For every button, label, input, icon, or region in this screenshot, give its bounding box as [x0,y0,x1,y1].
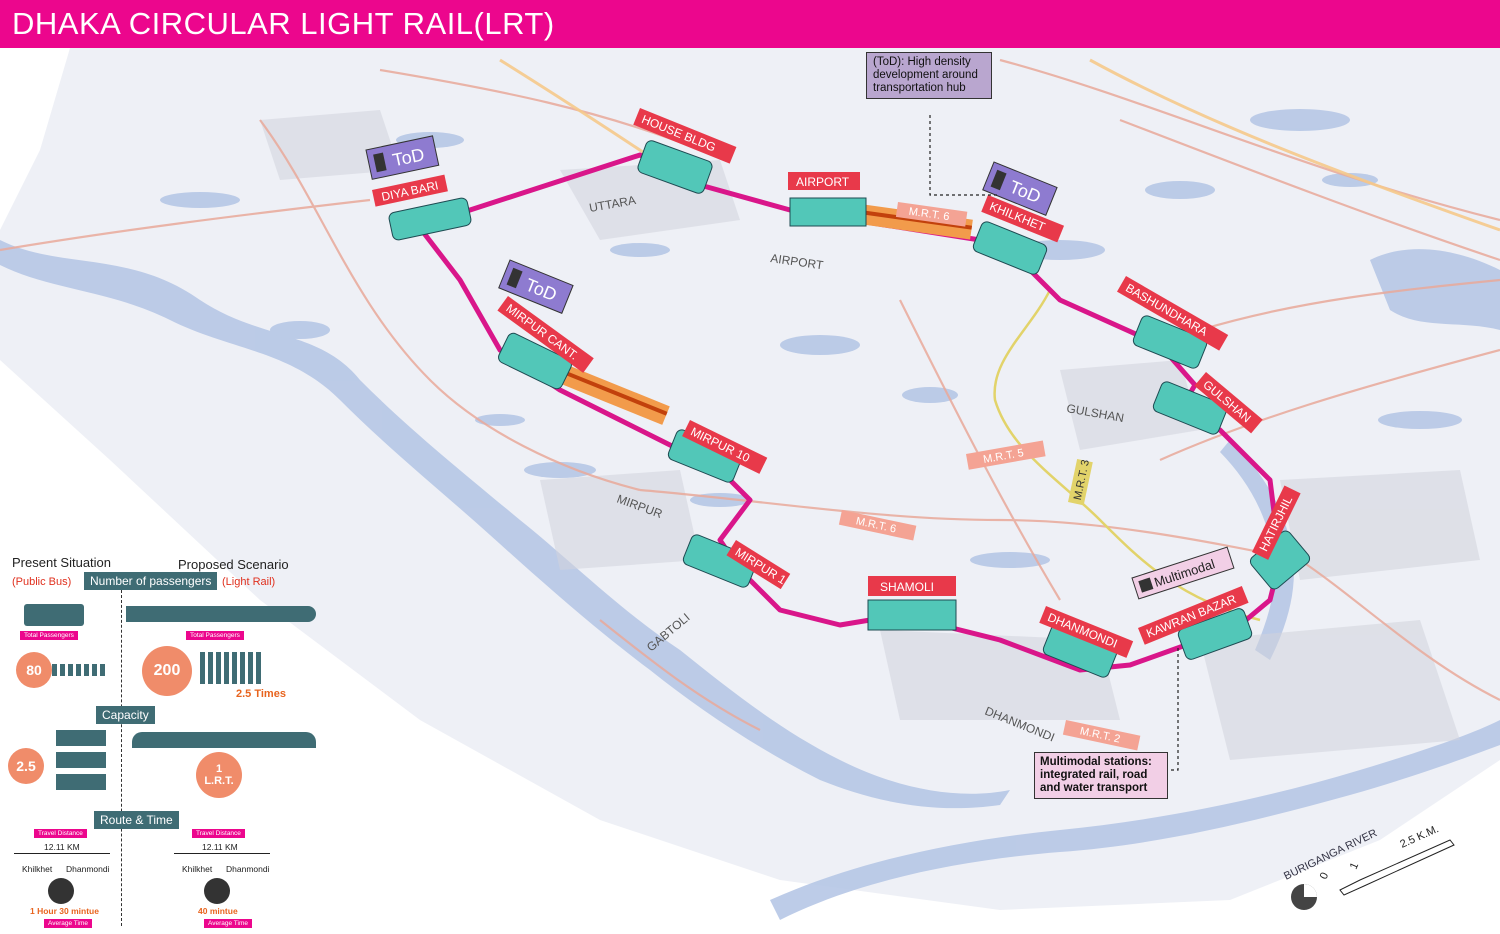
building-icon [990,169,1007,191]
bus-passengers-circle: 80 [16,652,52,688]
passenger-icons-left [52,664,108,676]
proposed-sub: (Light Rail) [222,576,276,588]
tod-note: (ToD): High density development around t… [866,52,992,99]
passengers-header: Number of passengers [84,572,218,590]
bus-stack-icon [56,730,106,794]
tod-badge-diya-bari: ToD [365,135,440,180]
metro-tags: M.R.T. 6 M.R.T. 5 M.R.T. 6 M.R.T. 2 M.R.… [838,202,1141,751]
station-label-airport: AIRPORT [788,172,860,190]
lrt-capacity-train-icon [132,732,316,748]
svg-text:M.R.T. 6: M.R.T. 6 [908,206,950,224]
legend-divider [121,590,122,926]
train-airport [861,204,973,240]
multimodal-badge: Multimodal [1131,546,1235,600]
station-label-shamoli: SHAMOLI [868,576,956,596]
building-icon [373,152,387,173]
clock-icon [48,878,74,904]
lrt-time: 40 mintue [198,906,238,916]
building-icon [506,267,523,289]
to-left: Dhanmondi [66,864,110,874]
tod-badge-mirpur-cant: ToD [498,259,574,314]
proposed-title: Proposed Scenario [178,557,289,572]
svg-text:0: 0 [1318,871,1331,881]
multimodal-note: Multimodal stations: integrated rail, ro… [1034,752,1168,799]
from-right: Khilkhet [182,864,213,874]
land-area [0,48,1500,910]
water-bodies [0,109,1500,920]
travel-distance-right: Travel Distance [192,829,245,838]
present-sub: (Public Bus) [12,576,72,588]
present-title: Present Situation [12,555,112,570]
capacity-header: Capacity [96,706,155,724]
bus-capacity-circle: 2.5 [8,748,44,784]
clock-icon [204,878,230,904]
lrt-capacity-num: 1 [215,763,223,775]
page-title: DHAKA CIRCULAR LIGHT RAIL(LRT) [12,6,555,41]
bus-time: 1 Hour 30 mintue [30,906,99,916]
lrt-capacity-circle: 1 L.R.T. [196,752,242,798]
tod-badge-khilkhet: ToD [982,161,1058,216]
svg-text:1: 1 [1348,861,1361,871]
distance-right: 12.11 KM [202,842,238,852]
total-passengers-left: Total Passengers [20,631,78,640]
from-left: Khilkhet [22,864,53,874]
tod-badges: ToD ToD ToD [365,135,1058,314]
passenger-icons-right [200,652,264,684]
to-right: Dhanmondi [226,864,270,874]
avg-left: Average Time [44,919,92,928]
route-line-left [14,853,110,854]
urban-areas [260,110,1480,760]
train-mirpur [560,365,670,425]
title-bar: DHAKA CIRCULAR LIGHT RAIL(LRT) [0,0,1500,48]
travel-distance-left: Travel Distance [34,829,87,838]
north-arrow-icon [1291,884,1317,910]
total-passengers-right: Total Passengers [186,631,244,640]
svg-text:SHAMOLI: SHAMOLI [880,580,934,594]
route-line-right [174,853,270,854]
map-canvas: DIYA BARI HOUSE BLDG AIRPORT KHILKHET BA… [0,48,1500,934]
lrt-passengers-circle: 200 [142,646,192,696]
route-header: Route & Time [94,811,179,829]
tod-leader [929,115,1000,196]
bus-icon [24,604,84,626]
multiplier-text: 2.5 Times [236,688,286,700]
avg-right: Average Time [204,919,252,928]
train-icon [126,606,316,622]
distance-left: 12.11 KM [44,842,80,852]
svg-text:AIRPORT: AIRPORT [796,175,850,189]
bus-icon [1138,577,1154,593]
lrt-capacity-unit: L.R.T. [204,775,234,787]
station-shelters [388,140,1311,678]
